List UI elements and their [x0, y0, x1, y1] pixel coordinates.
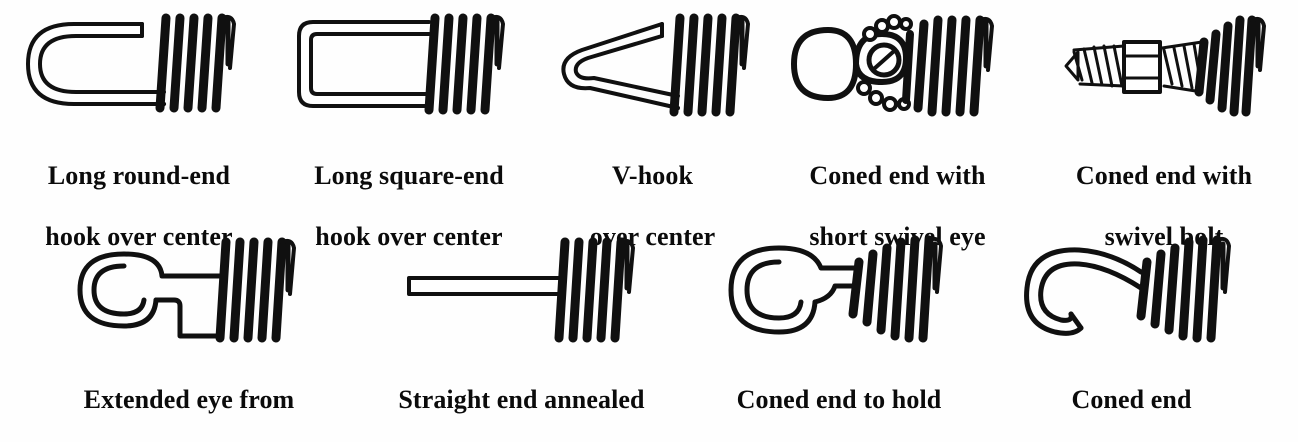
spring-item-coned-end-short-swivel-eye: Coned end with short swivel eye: [765, 8, 1030, 253]
coned-end-long-swivel-eye-icon: [709, 232, 969, 350]
caption-line-1: V-hook: [611, 160, 694, 190]
spring-item-caption: Coned end with short swivel eye: [809, 130, 985, 253]
straight-end-annealed-spring-icon: [387, 232, 657, 350]
spring-item-straight-end-annealed: Straight end annealed to allow forming: [354, 232, 689, 442]
v-hook-spring-icon: [550, 8, 755, 126]
spring-item-caption: Coned end with swivel hook: [1038, 354, 1225, 442]
spring-item-caption: Extended eye from either center or side: [78, 354, 300, 442]
long-square-end-hook-spring-icon: [289, 8, 529, 126]
spring-item-caption: V-hook over center: [590, 130, 716, 253]
caption-line-2: over center: [589, 222, 716, 252]
extended-eye-spring-icon: [54, 232, 324, 350]
caption-line-2: short swivel eye: [809, 222, 986, 252]
spring-item-extended-eye: Extended eye from either center or side: [24, 232, 354, 442]
spring-item-long-square-end-hook: Long square-end hook over center: [278, 8, 540, 253]
spring-item-coned-end-swivel-hook: Coned end with swivel hook: [989, 232, 1274, 442]
coned-end-short-swivel-eye-icon: [778, 8, 1018, 126]
caption-line-2: hook over center: [315, 222, 503, 252]
spring-item-caption: Coned end with swivel bolt: [1076, 130, 1252, 253]
spring-item-coned-end-long-swivel-eye: Coned end to hold long swivel eye: [689, 232, 989, 442]
caption-line-1: Coned end: [1071, 384, 1192, 414]
long-round-end-hook-spring-icon: [14, 8, 264, 126]
spring-item-long-round-end-hook: Long round-end hook over center: [0, 8, 278, 253]
spring-item-caption: Coned end to hold long swivel eye: [737, 354, 942, 442]
spring-item-v-hook: V-hook over center: [540, 8, 765, 253]
spring-item-coned-end-swivel-bolt: Coned end with swivel bolt: [1030, 8, 1298, 253]
caption-line-1: Coned end with: [809, 160, 986, 190]
caption-line-1: Long round-end: [47, 160, 231, 190]
diagram-row-bottom: Extended eye from either center or side: [0, 232, 1298, 437]
caption-line-1: Long square-end: [314, 160, 504, 190]
caption-line-2: hook over center: [45, 222, 233, 252]
coned-end-swivel-hook-icon: [1007, 232, 1257, 350]
diagram-row-top: Long round-end hook over center: [0, 8, 1298, 251]
spring-item-caption: Long round-end hook over center: [45, 130, 232, 253]
caption-line-1: Extended eye from: [83, 384, 295, 414]
spring-item-caption: Long square-end hook over center: [314, 130, 504, 253]
coned-end-swivel-bolt-icon: [1044, 8, 1284, 126]
caption-line-1: Coned end with: [1075, 160, 1253, 190]
spring-item-caption: Straight end annealed to allow forming: [398, 354, 644, 442]
caption-line-1: Coned end to hold: [736, 384, 942, 414]
caption-line-1: Straight end annealed: [398, 384, 645, 414]
